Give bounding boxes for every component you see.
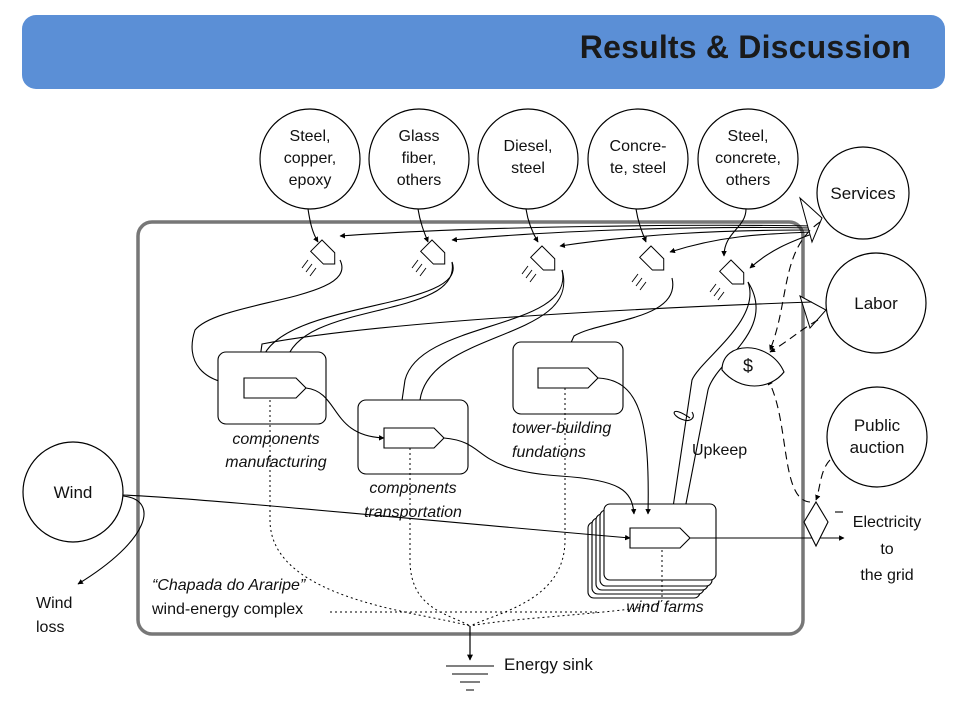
heat-sink-flows	[269, 388, 663, 627]
electricity-label-line: the grid	[860, 567, 913, 584]
process-wind-farms: wind farms	[587, 503, 717, 616]
process-label-line: manufacturing	[225, 454, 326, 471]
upkeep-label: Upkeep	[692, 442, 747, 459]
source-label-line: Steel,	[728, 128, 769, 145]
process-label-line: components	[232, 431, 319, 448]
energy-sink-label: Energy sink	[504, 655, 593, 674]
auction-label-line: auction	[850, 438, 905, 457]
wind-farms-label: wind farms	[626, 599, 703, 616]
source-label-line: te, steel	[610, 160, 666, 177]
upkeep-loop: Upkeep	[673, 410, 747, 459]
source-steel-concrete-others: Steel, concrete, others	[697, 108, 799, 210]
source-label-line: epoxy	[289, 172, 332, 189]
svg-text:Steel,concrete,others: Steel, concrete, others	[715, 128, 781, 189]
process-label-line: tower-building	[512, 420, 611, 437]
svg-text:Concre-te, steel: Concre-te, steel	[610, 138, 667, 177]
source-label-line: concrete,	[715, 150, 781, 167]
source-label-line: Concre-	[610, 138, 667, 155]
services-gate	[799, 196, 823, 244]
process-label-line: components	[369, 480, 456, 497]
page-title: Results & Discussion	[579, 29, 911, 65]
material-to-process-flows	[191, 259, 757, 515]
material-storages	[309, 239, 745, 285]
source-label-line: Diesel,	[504, 138, 553, 155]
labor-label: Labor	[854, 294, 898, 313]
source-label-line: copper,	[284, 150, 336, 167]
wind-flows	[77, 494, 631, 585]
energy-sink: Energy sink	[446, 626, 593, 691]
source-concrete-steel: Concre-te, steel	[587, 108, 689, 210]
electricity-output: Electricity to the grid	[690, 500, 921, 584]
labor-flows	[255, 301, 813, 373]
labor-gate	[799, 294, 827, 329]
auction-label-line: Public	[854, 416, 901, 435]
source-wind: Wind	[22, 441, 124, 543]
header-bar: Results & Discussion	[22, 15, 945, 89]
source-label-line: others	[726, 172, 770, 189]
svg-text:Diesel,steel: Diesel, steel	[504, 138, 553, 177]
ground-hatches	[301, 259, 725, 301]
service-flows	[339, 224, 813, 269]
wind-label: Wind	[54, 483, 93, 502]
electricity-label-line: to	[880, 541, 893, 558]
money-flows	[767, 221, 846, 513]
source-label-line: Glass	[399, 128, 440, 145]
source-label-line: Steel,	[290, 128, 331, 145]
process-tower-building: tower-building fundations	[512, 341, 624, 461]
source-label-line: steel	[511, 160, 545, 177]
source-public-auction: Public auction	[826, 386, 928, 488]
complex-label: “Chapada do Araripe”wind-energy complex	[151, 577, 306, 618]
source-glass-fiber: Glass fiber, others	[368, 108, 470, 210]
input-flows	[307, 208, 747, 257]
source-label-line: fiber,	[402, 150, 437, 167]
source-diesel-steel: Diesel, steel	[477, 108, 579, 210]
source-services: Services	[816, 146, 910, 240]
process-label-line: fundations	[512, 444, 586, 461]
electricity-label-line: Electricity	[853, 514, 921, 531]
source-labor: Labor	[825, 252, 927, 354]
svg-text:Steel,copper,epoxy: Steel, copper, epoxy	[284, 128, 336, 189]
money-symbol: $	[743, 356, 753, 376]
process-flows	[305, 377, 651, 515]
source-steel-copper-epoxy: Steel, copper, epoxy	[259, 108, 361, 210]
source-label-line: others	[397, 172, 441, 189]
process-components-manufacturing: components manufacturing	[217, 351, 327, 471]
money-storage: $	[721, 347, 785, 387]
services-label: Services	[830, 184, 895, 203]
